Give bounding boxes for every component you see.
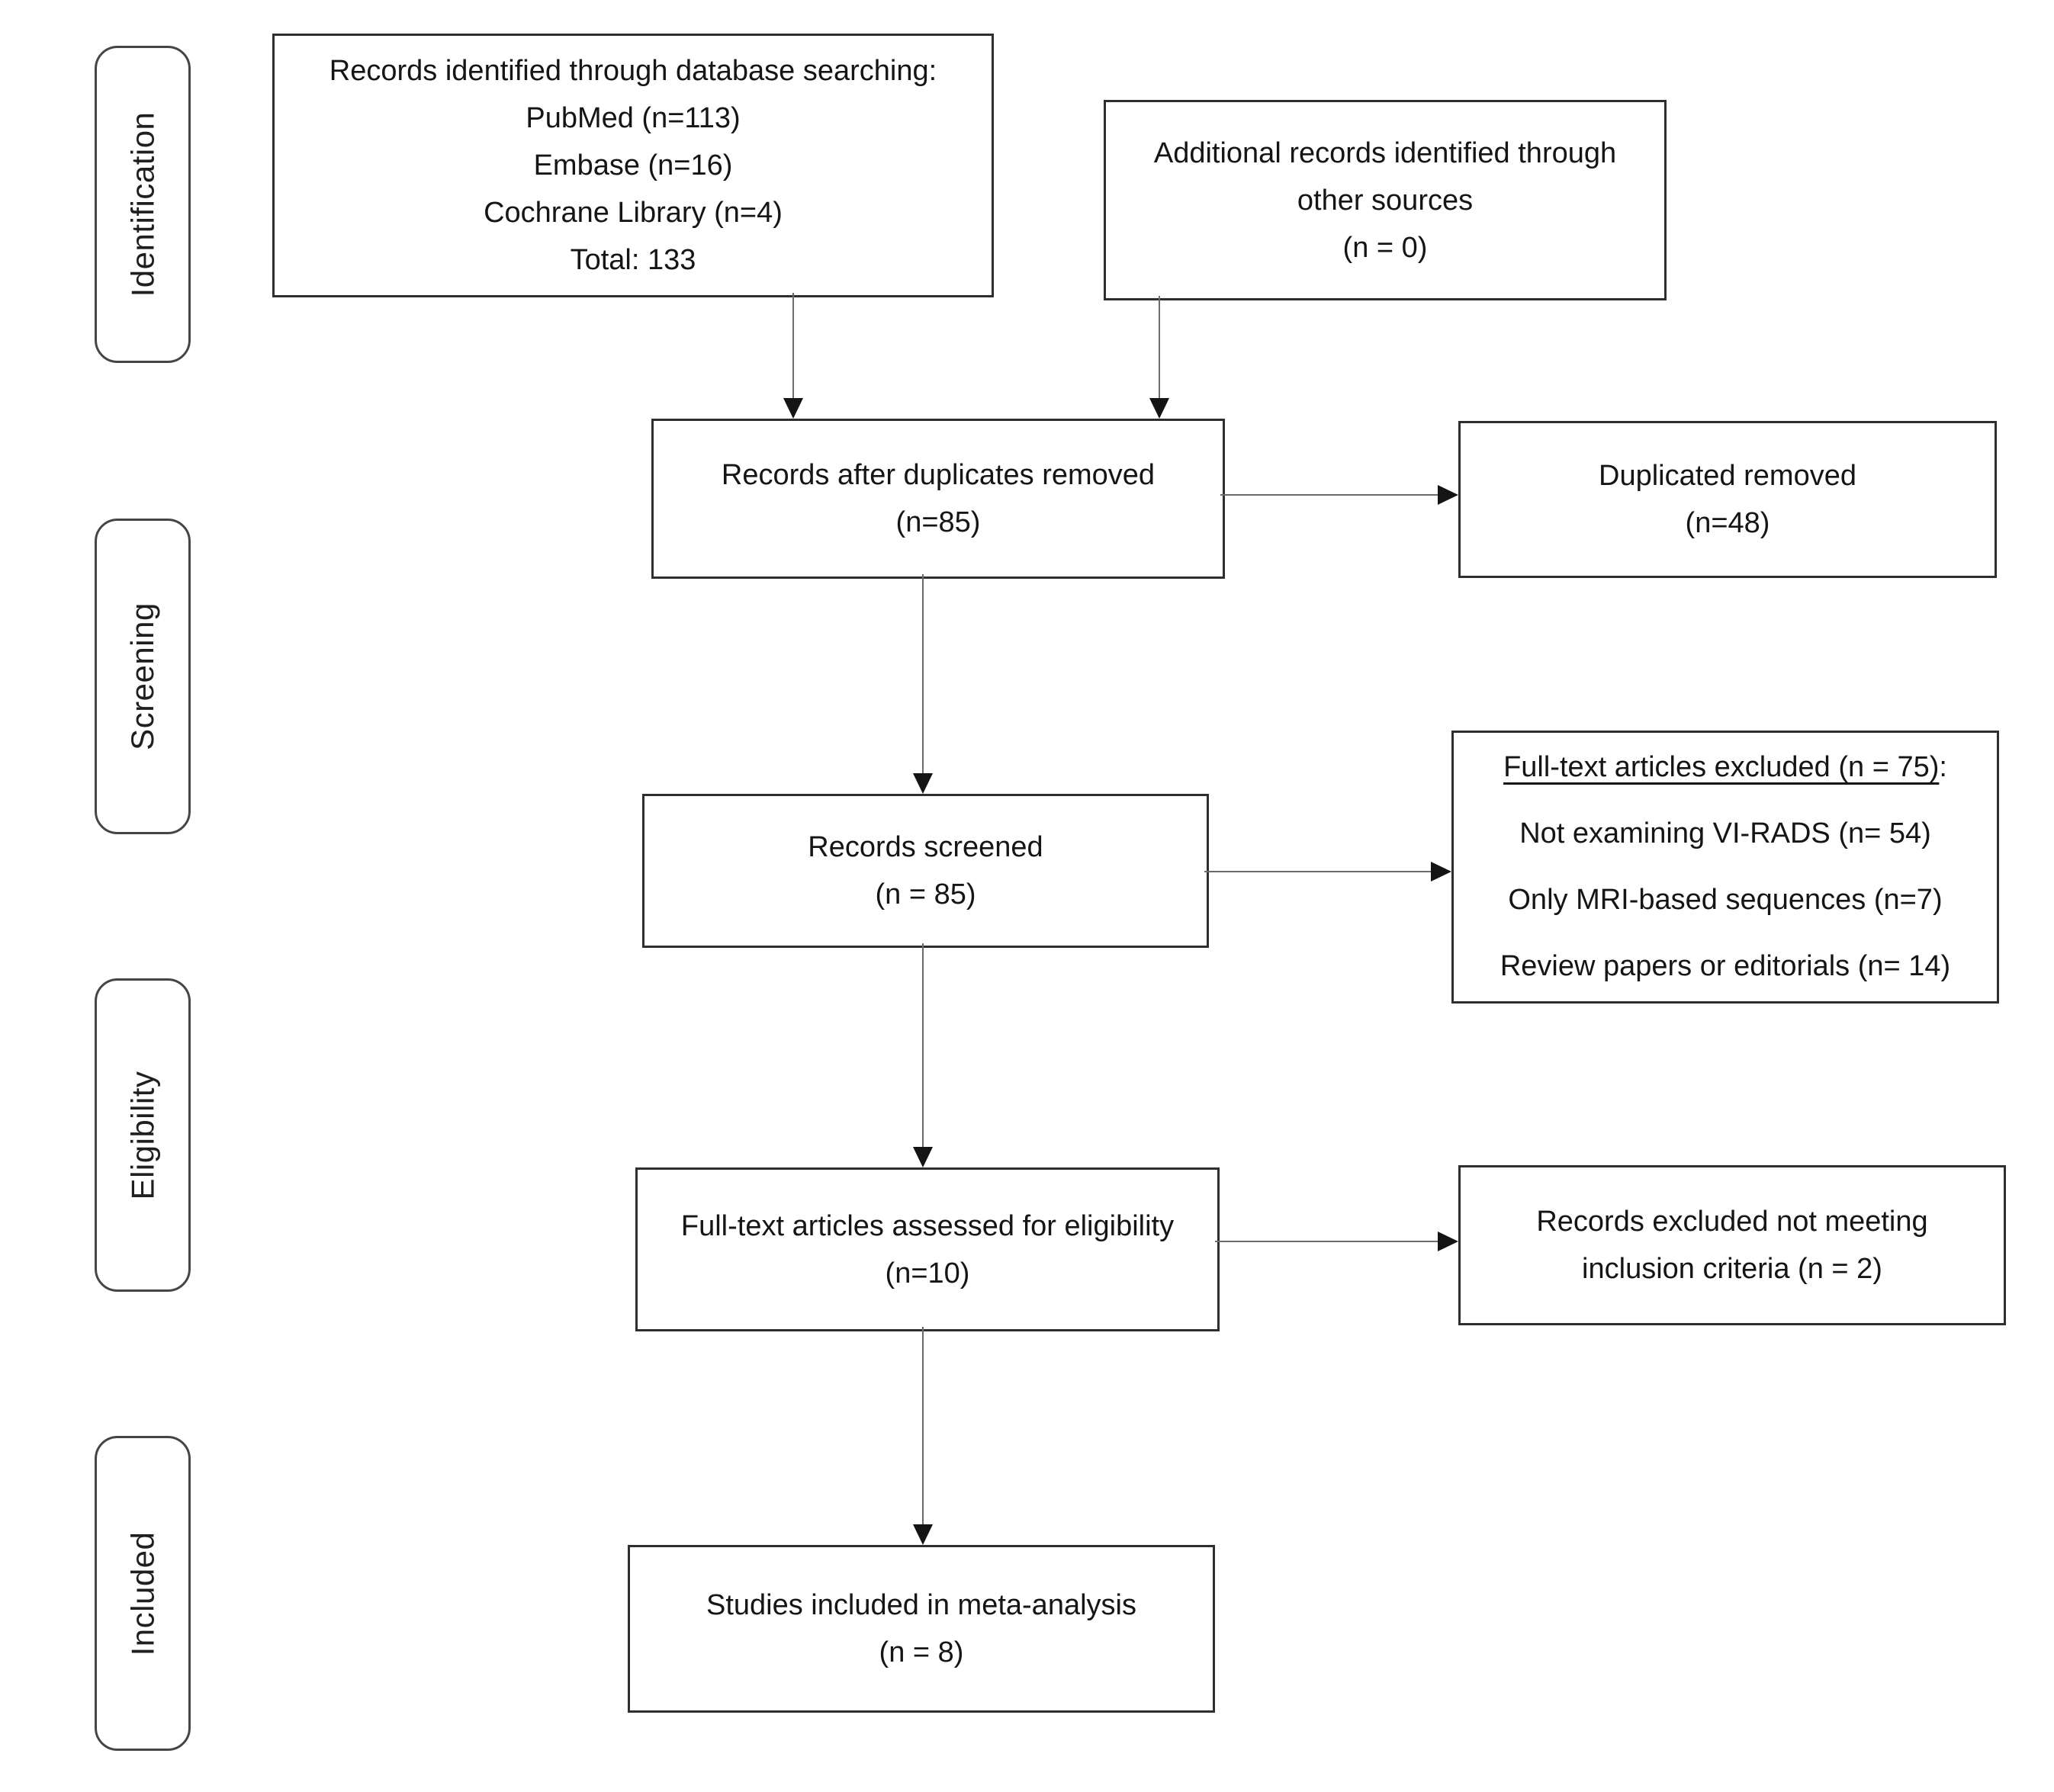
connector-screened-to-excluded-line (1204, 871, 1432, 872)
fulltext-assessed-count: (n=10) (885, 1257, 970, 1289)
additional-records-count: (n = 0) (1342, 231, 1428, 264)
exclusion-reason: Only MRI-based sequences (n=7) (1508, 884, 1943, 916)
arrowhead-dedup-to-screened (913, 773, 933, 794)
records-identified-pubmed: PubMed (n=113) (526, 102, 741, 134)
connector-assessed-to-included-line (922, 1327, 924, 1525)
duplicates-removed-line: Duplicated removed (1599, 460, 1856, 492)
arrowhead-screened-to-excluded (1431, 862, 1451, 882)
box-additional-records: Additional records identified through ot… (1104, 100, 1667, 300)
arrowhead-identified-to-dedup (783, 398, 803, 419)
stage-identification-label: Identification (124, 111, 161, 297)
stage-eligibility-label: Eligibility (124, 1071, 161, 1199)
fulltext-excluded-heading-colon: : (1939, 751, 1947, 783)
records-screened-line: Records screened (808, 831, 1043, 863)
fulltext-excluded-heading: Full-text articles excluded (n = 75): (1503, 734, 1947, 801)
box-fulltext-assessed: Full-text articles assessed for eligibil… (635, 1167, 1220, 1331)
stage-eligibility: Eligibility (95, 978, 191, 1292)
studies-included-count: (n = 8) (879, 1636, 964, 1668)
stage-screening-label: Screening (124, 602, 160, 750)
records-identified-cochrane: Cochrane Library (n=4) (484, 197, 783, 229)
studies-included-line: Studies included in meta-analysis (706, 1589, 1136, 1621)
additional-records-line: Additional records identified through (1153, 136, 1617, 169)
records-screened-count: (n = 85) (875, 878, 976, 910)
additional-records-line: other sources (1297, 184, 1474, 217)
connector-dedup-to-removed-line (1220, 494, 1439, 496)
fulltext-assessed-line: Full-text articles assessed for eligibil… (680, 1209, 1175, 1242)
stage-included-label: Included (124, 1531, 161, 1656)
after-duplicates-count: (n=85) (895, 506, 981, 538)
connector-additional-to-dedup-line (1159, 296, 1160, 400)
records-identified-total: Total: 133 (570, 244, 696, 276)
arrowhead-assessed-to-included (913, 1524, 933, 1545)
exclusion-reason: Review papers or editorials (n= 14) (1500, 950, 1951, 982)
connector-assessed-to-excluded-line (1215, 1241, 1439, 1242)
box-records-excluded: Records excluded not meeting inclusion c… (1458, 1165, 2006, 1325)
arrowhead-additional-to-dedup (1149, 398, 1169, 419)
after-duplicates-line: Records after duplicates removed (721, 459, 1156, 491)
arrowhead-assessed-to-excluded (1438, 1232, 1458, 1251)
exclusion-reason: Not examining VI-RADS (n= 54) (1519, 817, 1931, 849)
fulltext-excluded-heading-underline: Full-text articles excluded (n = 75) (1503, 751, 1940, 783)
duplicates-removed-count: (n=48) (1685, 507, 1770, 539)
stage-identification: Identification (95, 46, 191, 363)
arrowhead-screened-to-assessed (913, 1147, 933, 1167)
records-excluded-line: inclusion criteria (n = 2) (1582, 1253, 1882, 1285)
arrowhead-dedup-to-removed (1438, 485, 1458, 505)
box-after-duplicates: Records after duplicates removed (n=85) (651, 419, 1225, 579)
box-studies-included: Studies included in meta-analysis (n = 8… (628, 1545, 1215, 1713)
connector-screened-to-assessed-line (922, 943, 924, 1148)
records-identified-embase: Embase (n=16) (533, 149, 733, 181)
records-excluded-line: Records excluded not meeting (1536, 1206, 1928, 1238)
box-fulltext-excluded: Full-text articles excluded (n = 75): No… (1451, 731, 1999, 1004)
connector-dedup-to-screened-line (922, 574, 924, 774)
box-duplicates-removed: Duplicated removed (n=48) (1458, 421, 1997, 578)
stage-included: Included (95, 1436, 191, 1751)
stage-screening: Screening (95, 519, 191, 834)
box-records-screened: Records screened (n = 85) (642, 794, 1209, 948)
connector-identified-to-dedup-line (792, 293, 794, 400)
box-records-identified: Records identified through database sear… (272, 34, 994, 297)
records-identified-line: Records identified through database sear… (329, 55, 937, 87)
